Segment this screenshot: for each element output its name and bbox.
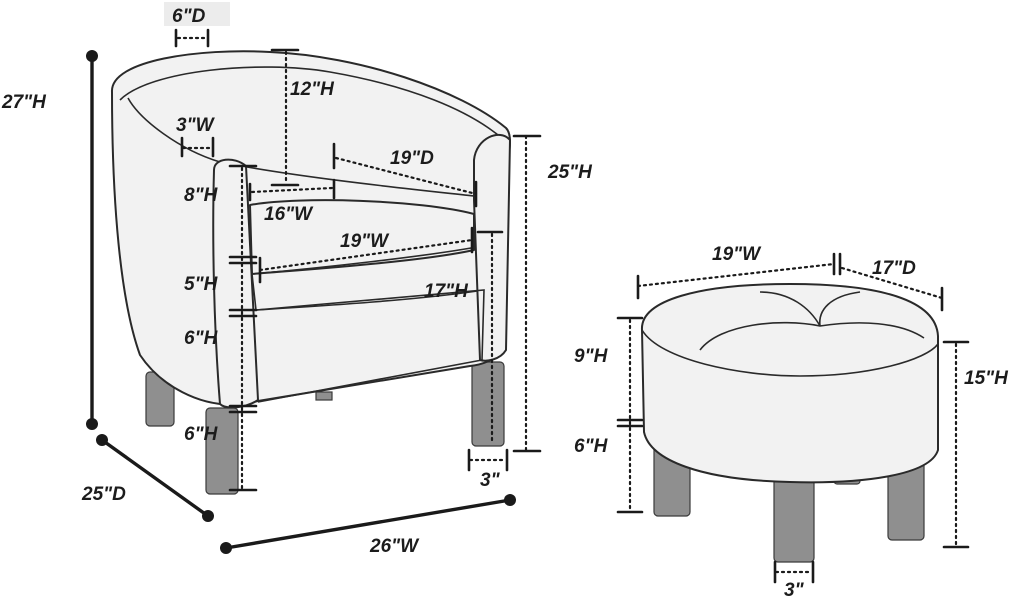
seat-width-back-line: [250, 186, 334, 194]
back-depth-label: 6"D: [172, 6, 206, 27]
arm-height-label: 8"H: [184, 185, 219, 206]
ottoman-cushion-height-label: 9"H: [574, 346, 609, 367]
ottoman-tuft-3: [759, 291, 821, 327]
ottoman-drawing: [640, 283, 939, 563]
base-height-label: 6"H: [184, 328, 219, 349]
ottoman-overall-height-label: 15"H: [964, 368, 1009, 389]
ottoman-body: [640, 283, 939, 484]
back-depth-label-bg: [164, 2, 230, 26]
seat-cushion-label: 5"H: [184, 274, 219, 295]
overall-depth-line: [100, 438, 210, 518]
ottoman-leg-width-label: 3": [784, 580, 805, 601]
arm-width-label: 3"W: [176, 115, 216, 136]
seat-width-back-label: 16"W: [264, 204, 314, 225]
dim-endpoint: [202, 510, 214, 522]
chair-front-right-leg: [471, 361, 505, 447]
overall-height-label: 27"H: [1, 92, 47, 113]
ottoman-width-line: [636, 262, 836, 288]
dim-endpoint: [504, 494, 516, 506]
ottoman-tuft-2: [819, 291, 861, 327]
dim-endpoint: [96, 434, 108, 446]
leg-height-label: 6"H: [184, 424, 219, 445]
ottoman-depth-line: [840, 266, 944, 300]
seat-depth-line: [334, 156, 478, 196]
ottoman-width-label: 19"W: [712, 244, 762, 265]
overall-depth-label: 25"D: [81, 484, 126, 505]
dim-endpoint: [220, 542, 232, 554]
ottoman-dimension-lines: [616, 252, 970, 584]
chair-rear-right-leg: [315, 391, 333, 401]
overall-width-line: [224, 498, 512, 550]
back-height-label: 12"H: [290, 79, 335, 100]
dim-endpoint: [86, 418, 98, 430]
chair-back-rim: [119, 66, 505, 141]
ottoman-leg-height-label: 6"H: [574, 436, 609, 457]
ottoman-labels: 19"W 17"D 9"H 15"H 6"H 3": [574, 244, 1009, 601]
overall-width-label: 26"W: [369, 536, 420, 557]
seat-width-front-label: 19"W: [340, 231, 390, 252]
chair-base-panel: [255, 289, 485, 403]
ottoman-front-leg: [773, 477, 815, 563]
seat-width-front-line: [258, 238, 474, 272]
chair-dimension-lines: [86, 28, 542, 554]
chair-leg-width-label: 3": [480, 470, 501, 491]
chair-front-left-leg: [205, 407, 239, 495]
ottoman-top-edge: [641, 329, 939, 377]
chair-drawing: [110, 50, 511, 495]
chair-left-arm: [212, 158, 259, 409]
ottoman-depth-label: 17"D: [872, 258, 916, 279]
seat-depth-label: 19"D: [390, 148, 434, 169]
chair-inner-back: [127, 97, 475, 197]
chair-labels: 6"D 27"H 12"H 3"W 19"D 25"H 8"H 16"W 19"…: [1, 2, 593, 557]
seat-front-height-label: 17"H: [424, 281, 469, 302]
dim-endpoint: [86, 50, 98, 62]
arm-top-height-label: 25"H: [547, 162, 593, 183]
